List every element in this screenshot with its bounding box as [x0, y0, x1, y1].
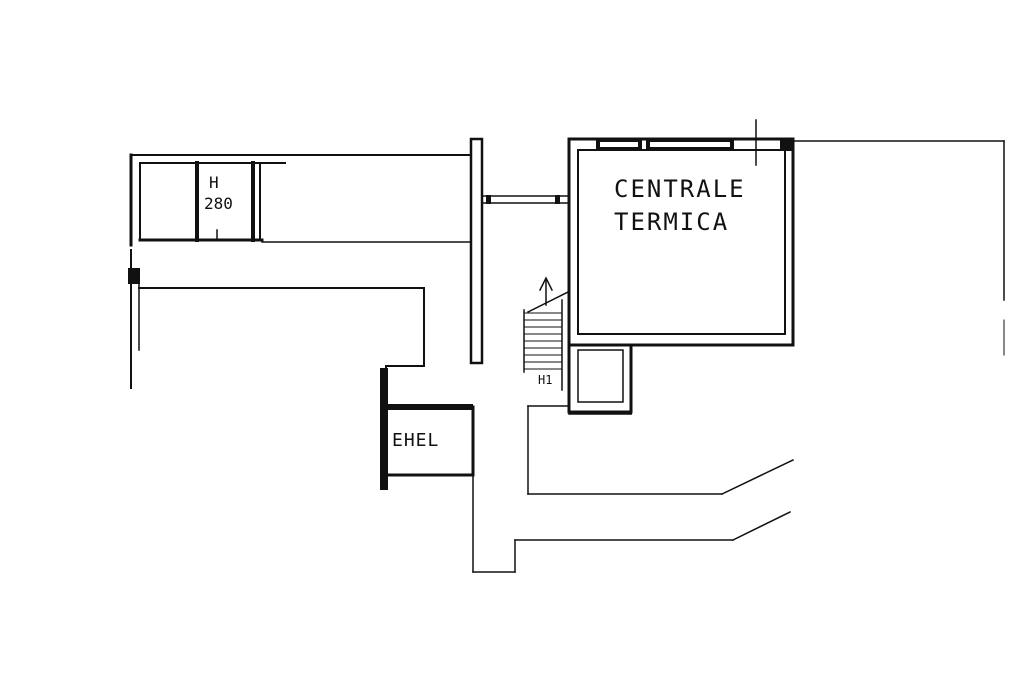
boiler-room-label-line1: CENTRALE	[614, 175, 746, 203]
stair-label: H1	[538, 373, 552, 387]
room-height-prefix: H	[209, 173, 219, 192]
enel-room	[380, 367, 475, 490]
left-wing-walls	[128, 153, 471, 389]
central-wall	[469, 137, 569, 365]
enel-room-label: EHEL	[392, 430, 439, 451]
boiler-room-label-line2: TERMICA	[614, 208, 729, 236]
boiler-room	[567, 119, 1005, 356]
lower-access	[472, 405, 795, 573]
small-room	[567, 343, 633, 415]
stair	[523, 276, 570, 407]
room-height-value: 280	[204, 194, 233, 213]
